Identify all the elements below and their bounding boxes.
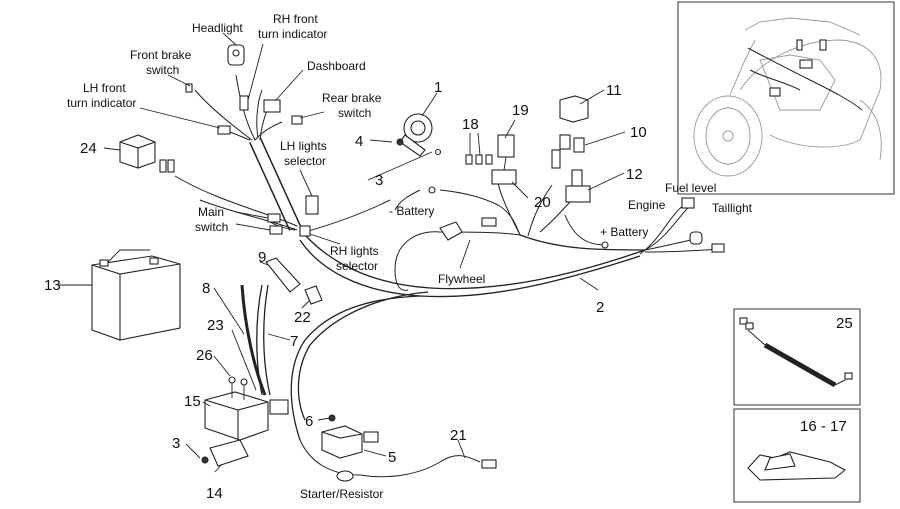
- label-engine: Engine: [628, 198, 666, 212]
- text-labels: Headlight RH front turn indicator Front …: [67, 12, 753, 501]
- label-starter-resistor: Starter/Resistor: [300, 487, 383, 501]
- label-front-brake-2: switch: [146, 63, 179, 77]
- part-number-13: 13: [44, 277, 61, 294]
- plus-battery-terminal: [601, 241, 609, 249]
- part-number-19: 19: [512, 102, 529, 119]
- label-plus-battery: + Battery: [600, 225, 648, 239]
- rh-lights-connector: [299, 225, 311, 237]
- part-number-26: 26: [196, 347, 213, 364]
- label-rh-front-turn-2: turn indicator: [258, 27, 327, 41]
- label-rh-lights-2: selector: [336, 259, 378, 273]
- part-number-5: 5: [388, 449, 396, 466]
- label-front-brake-1: Front brake: [130, 48, 192, 62]
- kit-25-frame: [733, 308, 861, 406]
- part-number-24: 24: [80, 140, 97, 157]
- main-switch-connector-b: [269, 225, 283, 235]
- label-flywheel: Flywheel: [438, 272, 485, 286]
- relay-11: [551, 95, 589, 169]
- main-switch-connector-a: [267, 213, 281, 223]
- part-number-1: 1: [434, 79, 442, 96]
- part-number-2: 2: [596, 299, 604, 316]
- part-number-22: 22: [294, 309, 311, 326]
- label-lh-lights-2: selector: [284, 154, 326, 168]
- kit-25-cable: [739, 317, 853, 388]
- front-brake-connector: [185, 83, 193, 93]
- kit-16-17-clip: [747, 451, 846, 481]
- label-rh-lights-1: RH lights: [330, 244, 379, 258]
- part-number-11: 11: [606, 82, 622, 99]
- label-minus-battery: - Battery: [389, 204, 434, 218]
- dashboard-connector: [263, 99, 281, 113]
- regulator-5: [321, 414, 379, 459]
- part-number-3-bracket: 3: [172, 435, 180, 452]
- connector-12: [565, 169, 591, 203]
- part-number-3: 3: [375, 172, 383, 189]
- fuse-holder-19-20: [491, 134, 517, 185]
- horn-1: [396, 113, 442, 157]
- main-harness: [174, 74, 721, 478]
- lh-turn-connector: [217, 125, 231, 135]
- scooter-sketch: [693, 17, 882, 177]
- screws-26: [228, 376, 248, 400]
- taillight-end: [711, 243, 725, 253]
- leader-lines: [58, 32, 626, 473]
- label-taillight: Taillight: [712, 201, 753, 215]
- lh-lights-connector: [305, 195, 319, 215]
- part-number-8: 8: [202, 280, 210, 297]
- relay-24: [119, 134, 175, 173]
- label-lh-lights-1: LH lights: [280, 139, 327, 153]
- vehicle-overview-frame: [677, 1, 895, 195]
- label-fuel-level: Fuel level: [665, 181, 716, 195]
- minus-battery-terminal: [428, 186, 436, 194]
- label-headlight: Headlight: [192, 21, 243, 35]
- part-number-6: 6: [305, 413, 313, 430]
- headlight-connector: [227, 44, 245, 66]
- part-number-14: 14: [206, 485, 223, 502]
- bracket-14: [201, 439, 249, 467]
- part-number-9: 9: [258, 249, 266, 266]
- part-number-18: 18: [462, 116, 479, 133]
- regulator-15: [204, 391, 289, 441]
- part-number-12: 12: [626, 166, 643, 183]
- part-number-15: 15: [184, 393, 201, 410]
- part-number-20: 20: [534, 194, 551, 211]
- part-number-25: 25: [836, 315, 853, 332]
- spark-cap-9: [265, 257, 301, 293]
- taillight-connector: [689, 231, 703, 245]
- part-number-16-17: 16 - 17: [800, 418, 847, 435]
- fuel-level-connector: [681, 197, 695, 209]
- label-lh-front-turn-1: LH front: [83, 81, 126, 95]
- label-lh-front-turn-2: turn indicator: [67, 96, 136, 110]
- part-number-10: 10: [630, 124, 647, 141]
- part-number-4: 4: [355, 133, 363, 150]
- label-main-switch-1: Main: [198, 205, 224, 219]
- starter-resistor-connector: [336, 459, 497, 482]
- battery-13: [91, 249, 181, 341]
- fuses-18: [465, 154, 493, 165]
- label-rh-front-turn-1: RH front: [273, 12, 318, 26]
- part-number-21: 21: [450, 427, 467, 444]
- part-numbers: 1 2 3 4 5 6 7 8 9 10 11 12 13 14 15 18 1…: [44, 79, 853, 502]
- cap-22: [304, 285, 323, 305]
- label-dashboard: Dashboard: [307, 59, 366, 73]
- rh-turn-connector: [239, 95, 249, 111]
- part-number-23: 23: [207, 317, 224, 334]
- label-main-switch-2: switch: [195, 220, 228, 234]
- rear-brake-connector: [291, 115, 303, 125]
- flywheel-connector: [439, 217, 497, 241]
- label-rear-brake-2: switch: [338, 106, 371, 120]
- part-number-7: 7: [290, 333, 298, 350]
- label-rear-brake-1: Rear brake: [322, 91, 382, 105]
